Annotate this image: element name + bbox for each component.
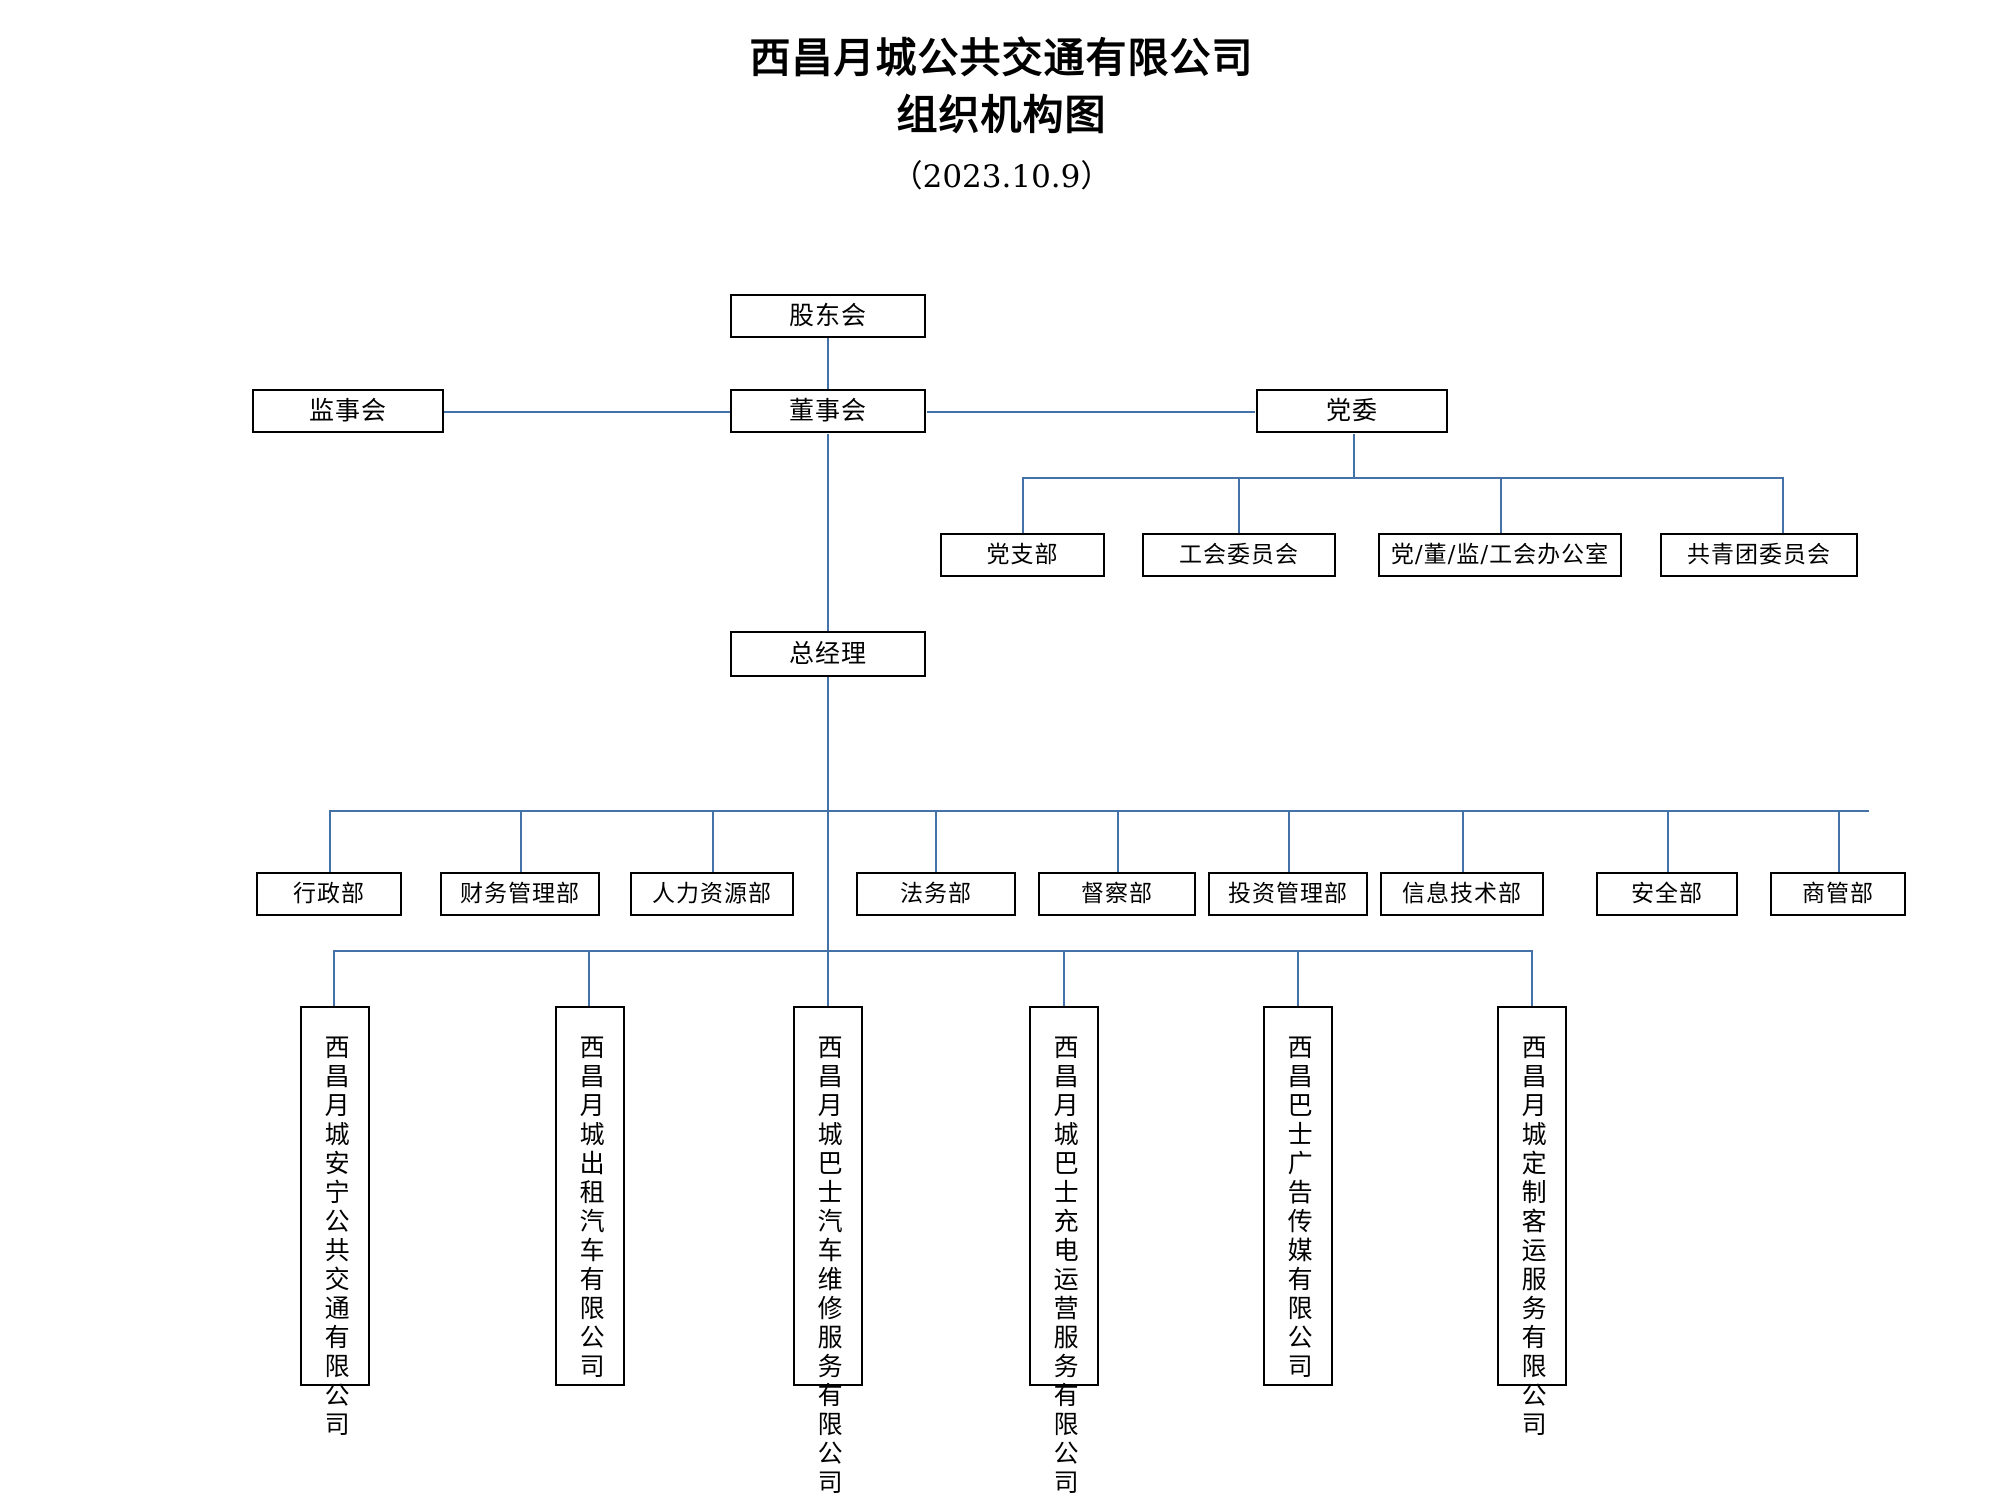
connector-board-to-party [927, 411, 1255, 413]
connector-sub6-drop [1531, 950, 1533, 1006]
node-sub-advertising-media[interactable]: 西昌巴士广告传媒有限公司 [1263, 1006, 1333, 1386]
node-joint-office[interactable]: 党/董/监/工会办公室 [1378, 533, 1622, 577]
node-sub-vehicle-repair[interactable]: 西昌月城巴士汽车维修服务有限公司 [793, 1006, 863, 1498]
connector-department-bus [329, 810, 1869, 812]
connector-sub3-drop [827, 950, 829, 1006]
connector-youth-league-drop [1782, 477, 1784, 533]
connector-dept-hr-drop [712, 810, 714, 872]
node-dept-commercial-label: 商管部 [1802, 880, 1874, 907]
node-dept-administration[interactable]: 行政部 [256, 872, 402, 916]
node-sub-vehicle-repair-label: 西昌月城巴士汽车维修服务有限公司 [814, 1034, 844, 1498]
node-dept-administration-label: 行政部 [293, 880, 365, 907]
node-party-committee-label: 党委 [1325, 395, 1378, 425]
node-dept-investment[interactable]: 投资管理部 [1208, 872, 1368, 916]
node-board-of-directors[interactable]: 董事会 [730, 389, 926, 433]
connector-party-down [1353, 434, 1355, 478]
node-sub-charging-operation-label: 西昌月城巴士充电运营服务有限公司 [1050, 1034, 1080, 1498]
connector-board-to-gm [827, 434, 829, 631]
node-dept-information-technology[interactable]: 信息技术部 [1380, 872, 1544, 916]
connector-sub5-drop [1297, 950, 1299, 1006]
connector-dept-finance-drop [520, 810, 522, 872]
org-chart-canvas: 西昌月城公共交通有限公司 组织机构图 （2023.10.9） 股东会 监事会 [0, 30, 2003, 1498]
node-dept-information-technology-label: 信息技术部 [1402, 880, 1522, 907]
connector-dept-inspection-drop [1117, 810, 1119, 872]
page-title-line1: 西昌月城公共交通有限公司 [749, 34, 1254, 82]
connector-party-branch-drop [1022, 477, 1024, 533]
connector-subsidiary-bus [333, 950, 1532, 952]
connector-dept-safety-drop [1667, 810, 1669, 872]
node-board-of-directors-label: 董事会 [788, 395, 867, 425]
node-dept-safety[interactable]: 安全部 [1596, 872, 1738, 916]
node-union-committee[interactable]: 工会委员会 [1142, 533, 1336, 577]
connector-union-drop [1238, 477, 1240, 533]
node-shareholders-label: 股东会 [788, 300, 867, 330]
node-dept-finance[interactable]: 财务管理部 [440, 872, 600, 916]
connector-shareholders-to-board [827, 333, 829, 394]
connector-sub1-drop [333, 950, 335, 1006]
page-title-line2: 组织机构图 [896, 90, 1107, 139]
connector-dept-investment-drop [1288, 810, 1290, 872]
node-general-manager[interactable]: 总经理 [730, 631, 926, 677]
connector-dept-commercial-drop [1838, 810, 1840, 872]
node-dept-investment-label: 投资管理部 [1228, 880, 1348, 907]
node-supervisory-board[interactable]: 监事会 [252, 389, 444, 433]
node-shareholders[interactable]: 股东会 [730, 294, 926, 338]
node-dept-legal[interactable]: 法务部 [856, 872, 1016, 916]
node-party-committee[interactable]: 党委 [1256, 389, 1448, 433]
node-union-committee-label: 工会委员会 [1179, 541, 1299, 568]
node-dept-finance-label: 财务管理部 [460, 880, 580, 907]
connector-party-bus [1022, 477, 1782, 479]
chart-date: （2023.10.9） [891, 159, 1112, 196]
connector-dept-legal-drop [935, 810, 937, 872]
connector-sub4-drop [1063, 950, 1065, 1006]
node-party-branch-label: 党支部 [986, 541, 1059, 568]
connector-supervisory-to-board [444, 411, 828, 413]
connector-joint-office-drop [1500, 477, 1502, 533]
connector-dept-administration-drop [329, 810, 331, 872]
node-sub-custom-passenger[interactable]: 西昌月城定制客运服务有限公司 [1497, 1006, 1567, 1440]
node-dept-human-resources[interactable]: 人力资源部 [630, 872, 794, 916]
node-youth-league-committee[interactable]: 共青团委员会 [1660, 533, 1858, 577]
node-youth-league-committee-label: 共青团委员会 [1687, 541, 1831, 568]
node-sub-anning-transit-label: 西昌月城安宁公共交通有限公司 [321, 1034, 351, 1440]
node-sub-custom-passenger-label: 西昌月城定制客运服务有限公司 [1518, 1034, 1548, 1440]
node-dept-inspection[interactable]: 督察部 [1038, 872, 1196, 916]
node-joint-office-label: 党/董/监/工会办公室 [1390, 541, 1610, 568]
node-supervisory-board-label: 监事会 [308, 395, 387, 425]
node-dept-human-resources-label: 人力资源部 [652, 880, 772, 907]
node-sub-taxi[interactable]: 西昌月城出租汽车有限公司 [555, 1006, 625, 1386]
node-dept-commercial[interactable]: 商管部 [1770, 872, 1906, 916]
node-general-manager-label: 总经理 [788, 638, 867, 668]
connector-dept-it-drop [1462, 810, 1464, 872]
node-party-branch[interactable]: 党支部 [940, 533, 1105, 577]
node-sub-taxi-label: 西昌月城出租汽车有限公司 [576, 1034, 606, 1382]
node-sub-advertising-media-label: 西昌巴士广告传媒有限公司 [1284, 1034, 1314, 1382]
node-dept-legal-label: 法务部 [900, 880, 972, 907]
chart-title-block: 西昌月城公共交通有限公司 组织机构图 （2023.10.9） [0, 30, 2003, 196]
node-dept-inspection-label: 督察部 [1081, 880, 1153, 907]
node-dept-safety-label: 安全部 [1631, 880, 1703, 907]
connector-gm-trunk [827, 677, 829, 951]
node-sub-charging-operation[interactable]: 西昌月城巴士充电运营服务有限公司 [1029, 1006, 1099, 1498]
connector-sub2-drop [588, 950, 590, 1006]
node-sub-anning-transit[interactable]: 西昌月城安宁公共交通有限公司 [300, 1006, 370, 1440]
